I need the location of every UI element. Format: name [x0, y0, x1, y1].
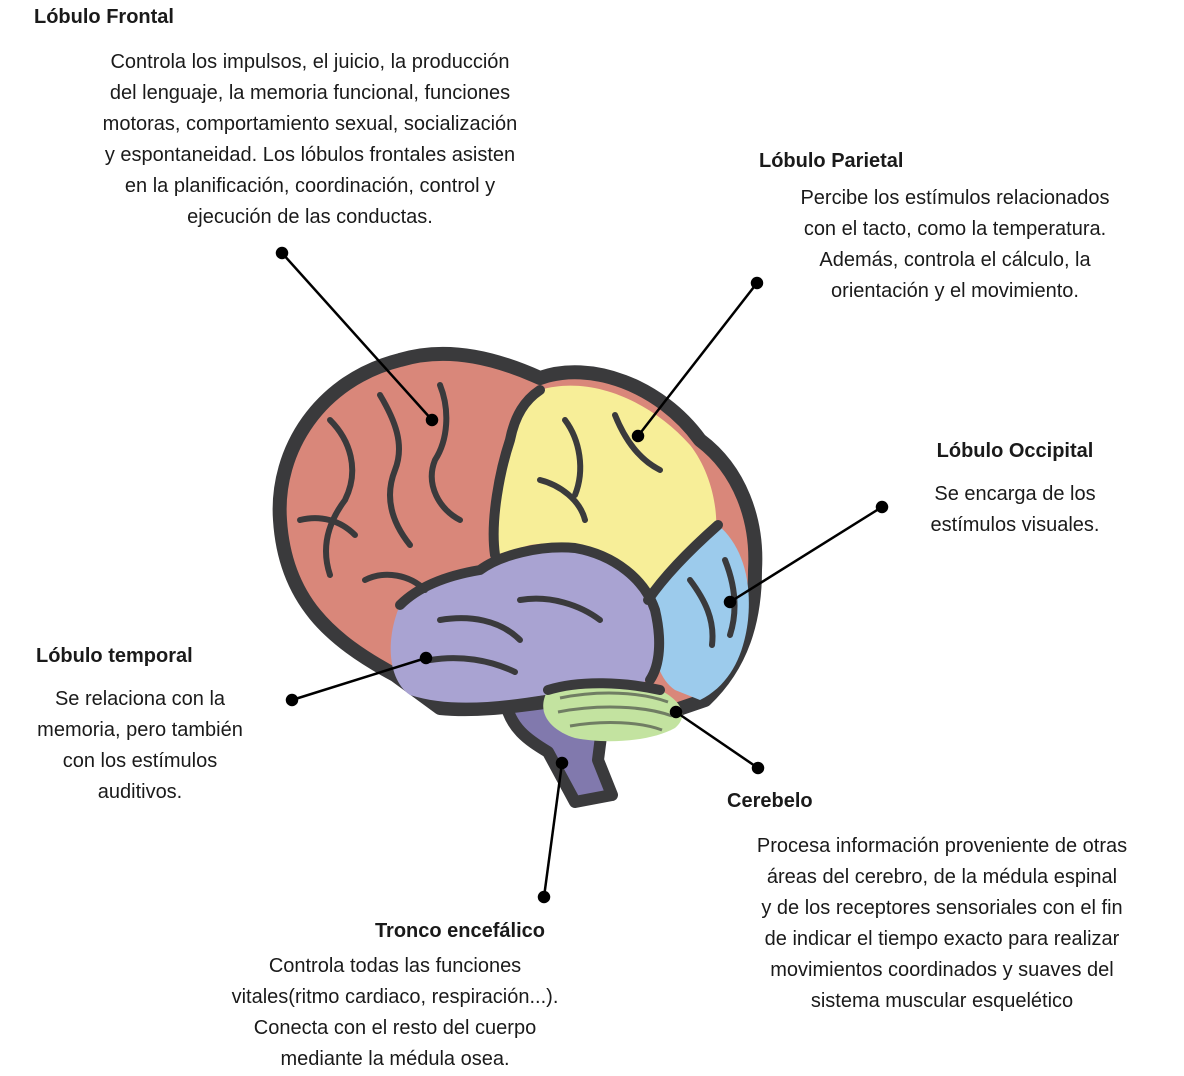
desc-temporal: Se relaciona con la memoria, pero tambié…: [0, 684, 280, 808]
temporal-lobe: [390, 547, 660, 703]
desc-cerebellum: Procesa información proveniente de otras…: [700, 831, 1184, 1017]
title-temporal: Lóbulo temporal: [36, 645, 193, 667]
desc-brainstem-line: mediante la médula osea.: [280, 1048, 510, 1070]
leader-parietal: [637, 282, 758, 437]
title-brainstem: Tronco encefálico: [374, 920, 545, 942]
desc-parietal: Percibe los estímulos relacionados con e…: [745, 183, 1165, 307]
label-temporal: Lóbulo temporal Se relaciona con la memo…: [0, 645, 280, 808]
desc-frontal-line: Controla los impulsos, el juicio, la pro…: [110, 51, 510, 73]
desc-occipital: Se encarga de los estímulos visuales.: [895, 479, 1135, 541]
leader-lines: [275, 246, 889, 904]
cerebellum-folds: [557, 691, 673, 732]
desc-frontal-line: del lenguaje, la memoria funcional, func…: [109, 82, 511, 104]
desc-parietal-line: Además, controla el cálculo, la: [819, 249, 1091, 271]
desc-frontal-line: motoras, comportamiento sexual, socializ…: [102, 113, 518, 135]
desc-temporal-line: con los estímulos: [62, 750, 218, 772]
desc-frontal-line: en la planificación, coordinación, contr…: [124, 175, 496, 197]
desc-cerebellum-line: de indicar el tiempo exacto para realiza…: [764, 928, 1120, 950]
desc-parietal-line: Percibe los estímulos relacionados: [800, 187, 1110, 209]
desc-temporal-line: memoria, pero también: [37, 719, 243, 741]
leader-occipital-dot: [875, 500, 889, 514]
leader-parietal-dot: [750, 276, 764, 290]
desc-cerebellum-line: movimientos coordinados y suaves del: [770, 959, 1114, 981]
desc-parietal-line: orientación y el movimiento.: [831, 280, 1079, 302]
desc-frontal: Controla los impulsos, el juicio, la pro…: [30, 47, 590, 233]
desc-occipital-line: estímulos visuales.: [930, 514, 1100, 536]
leader-frontal: [281, 252, 433, 421]
label-frontal: Lóbulo Frontal Controla los impulsos, el…: [30, 6, 590, 233]
title-occipital: Lóbulo Occipital: [936, 440, 1094, 462]
label-brainstem: Tronco encefálico Controla todas las fun…: [195, 920, 595, 1075]
desc-temporal-line: auditivos.: [97, 781, 183, 803]
gyri-details: [297, 382, 738, 675]
desc-occipital-line: Se encarga de los: [934, 483, 1096, 505]
title-parietal: Lóbulo Parietal: [759, 150, 904, 172]
leader-frontal-dot: [275, 246, 289, 260]
desc-frontal-line: ejecución de las conductas.: [187, 206, 433, 228]
title-frontal: Lóbulo Frontal: [34, 6, 174, 28]
desc-brainstem-line: Conecta con el resto del cuerpo: [253, 1017, 537, 1039]
leader-temporal: [291, 656, 427, 702]
leader-temporal-dot: [285, 693, 299, 707]
desc-parietal-line: con el tacto, como la temperatura.: [803, 218, 1107, 240]
leader-cerebellum-dot: [751, 761, 765, 775]
desc-cerebellum-line: sistema muscular esquelético: [810, 990, 1074, 1012]
title-cerebellum: Cerebelo: [727, 790, 813, 812]
leader-occipital: [729, 505, 883, 604]
desc-brainstem-line: vitales(ritmo cardiaco, respiración...).: [231, 986, 559, 1008]
desc-frontal-line: y espontaneidad. Los lóbulos frontales a…: [104, 144, 516, 166]
parietal-lobe: [493, 385, 717, 595]
desc-brainstem-line: Controla todas las funciones: [268, 955, 522, 977]
leader-cerebellum: [675, 710, 759, 770]
desc-brainstem: Controla todas las funciones vitales(rit…: [195, 951, 595, 1075]
leader-brainstem-dot: [537, 890, 551, 904]
desc-cerebellum-line: áreas del cerebro, de la médula espinal: [766, 866, 1118, 888]
label-parietal: Lóbulo Parietal Percibe los estímulos re…: [745, 150, 1165, 307]
label-occipital: Lóbulo Occipital Se encarga de los estím…: [895, 440, 1135, 541]
desc-cerebellum-line: y de los receptores sensoriales con el f…: [761, 897, 1123, 919]
label-cerebellum: Cerebelo Procesa información proveniente…: [700, 790, 1184, 1017]
desc-temporal-line: Se relaciona con la: [54, 688, 226, 710]
desc-cerebellum-line: Procesa información proveniente de otras: [756, 835, 1128, 857]
leader-brainstem: [542, 762, 564, 898]
lobe-boundaries: [395, 385, 723, 695]
